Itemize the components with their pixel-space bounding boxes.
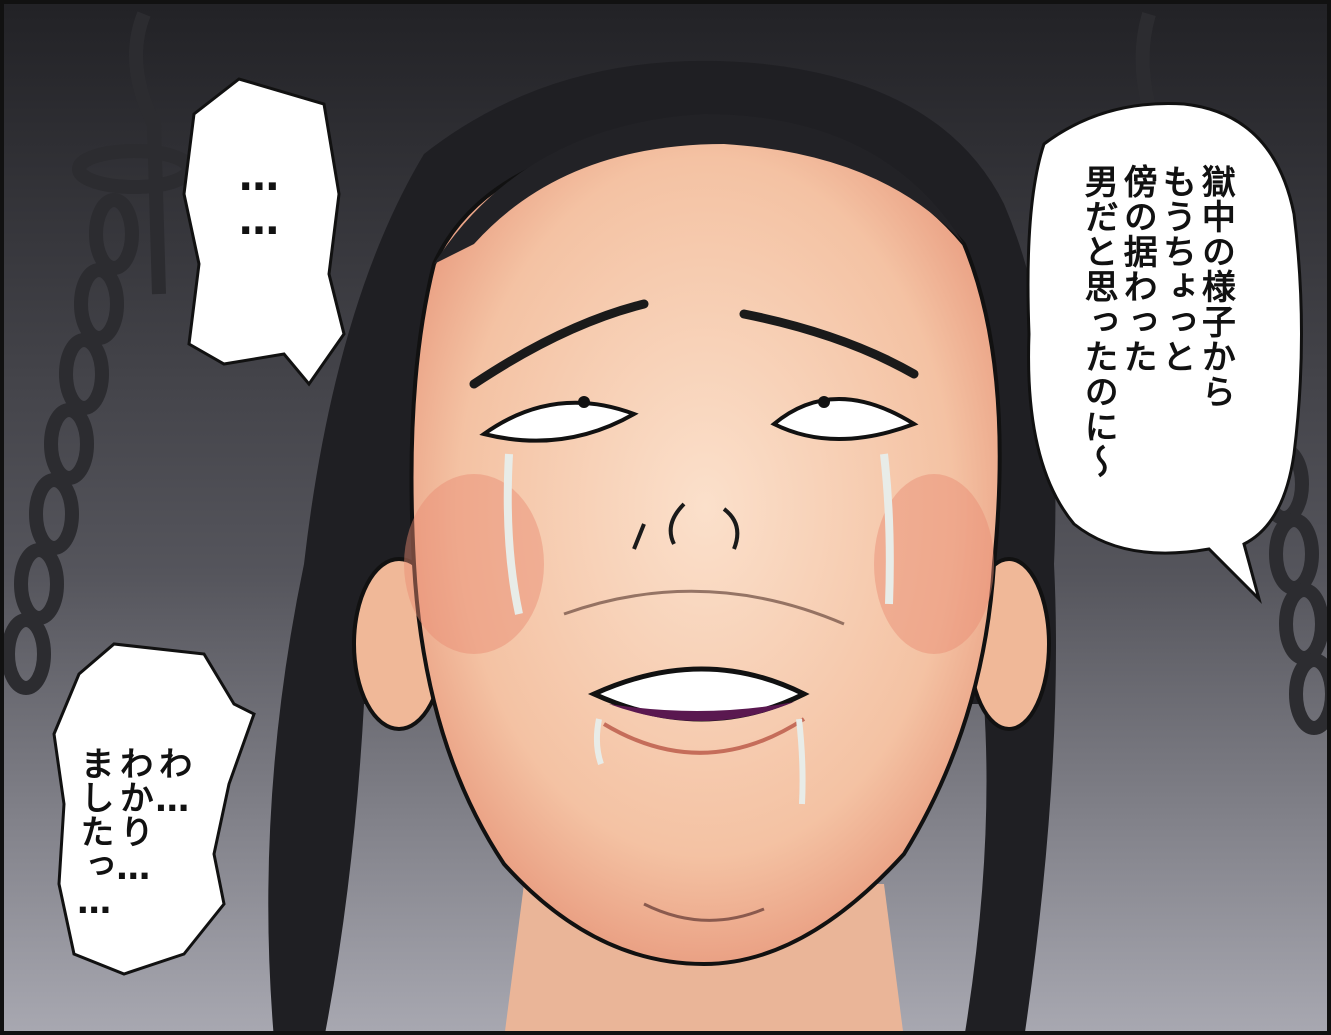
- bubble-right-shape: [1026, 102, 1303, 605]
- right-tear: [880, 453, 894, 605]
- speech-bubble-right-text: 獄中の様子から もうちょっと 傍の据わった 男だと思ったのに～: [1078, 164, 1236, 479]
- moustache-stubble: [563, 589, 845, 626]
- left-tear: [503, 453, 523, 615]
- drool: [593, 718, 806, 805]
- right-eyebrow: [739, 309, 919, 379]
- right-blush: [874, 474, 994, 654]
- left-eye: [479, 400, 639, 443]
- chin-lines: [643, 902, 765, 922]
- lower-lip: [602, 717, 806, 755]
- nose: [632, 502, 740, 550]
- mouth-inside: [609, 702, 794, 722]
- right-eye: [770, 397, 919, 441]
- bubble-bottom-left-shape: [52, 642, 256, 976]
- left-eyebrow: [469, 299, 649, 389]
- left-blush: [404, 474, 544, 654]
- speech-bubble-left-text: わ… わかり… ましたっ…: [74, 746, 193, 922]
- speech-bubble-ellipsis-text: ……: [236, 154, 282, 242]
- hair-fringe: [434, 114, 964, 264]
- bubble-top-left-shape: [182, 77, 346, 387]
- panel-artwork: [4, 4, 1327, 1031]
